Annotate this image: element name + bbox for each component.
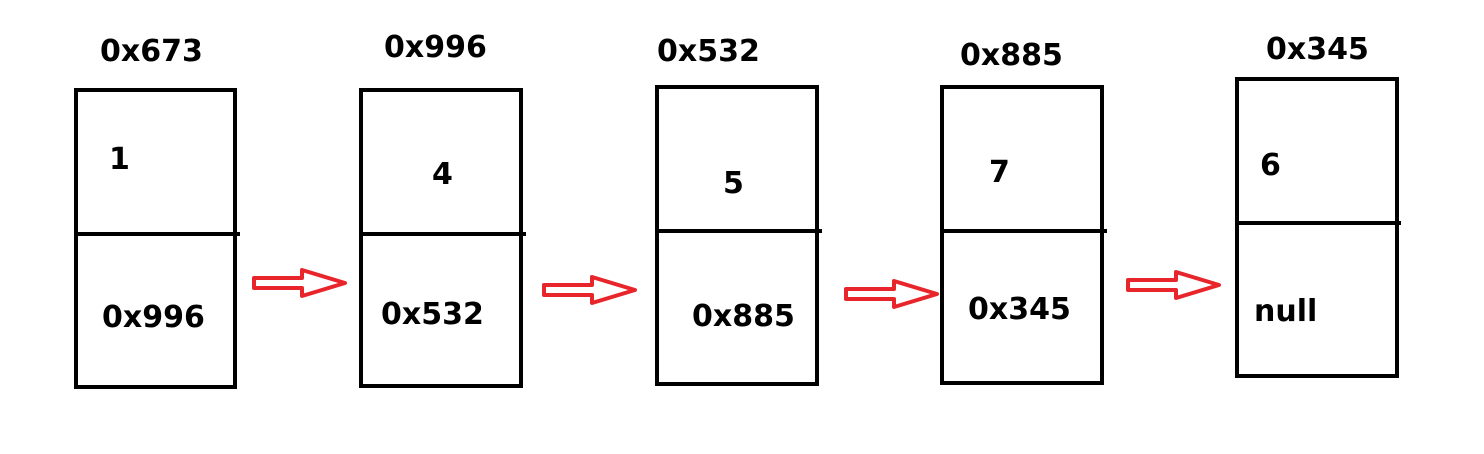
node-2-divider <box>359 232 526 236</box>
arrow-3-shape <box>844 279 939 309</box>
node-5 <box>1235 77 1399 378</box>
node-4-value: 7 <box>989 155 1010 190</box>
node-4-address: 0x885 <box>960 38 1063 73</box>
node-1-divider <box>74 232 240 236</box>
node-2-next-pointer: 0x532 <box>381 297 484 332</box>
node-3-address: 0x532 <box>657 34 760 69</box>
arrow-1-to-2 <box>252 268 347 298</box>
node-3-divider <box>655 229 822 233</box>
node-4-next-pointer: 0x345 <box>968 292 1071 327</box>
arrow-4-shape <box>1126 270 1221 300</box>
node-2-value: 4 <box>432 157 453 192</box>
node-3 <box>655 85 819 386</box>
node-5-divider <box>1235 221 1401 225</box>
node-1-value: 1 <box>109 142 130 177</box>
node-4-divider <box>940 229 1107 233</box>
arrow-2-to-3 <box>542 275 637 305</box>
arrow-3-to-4 <box>844 279 939 309</box>
node-5-next-pointer: null <box>1254 294 1318 329</box>
node-1-address: 0x673 <box>100 34 203 69</box>
node-4 <box>940 85 1104 385</box>
arrow-2-shape <box>542 275 637 305</box>
node-3-value: 5 <box>723 166 744 201</box>
node-2 <box>359 88 523 388</box>
arrow-4-to-5 <box>1126 270 1221 300</box>
node-5-address: 0x345 <box>1266 32 1369 67</box>
node-2-address: 0x996 <box>384 30 487 65</box>
node-1-next-pointer: 0x996 <box>102 300 205 335</box>
node-5-value: 6 <box>1260 148 1281 183</box>
node-3-next-pointer: 0x885 <box>692 299 795 334</box>
arrow-1-shape <box>252 268 347 298</box>
node-1 <box>74 88 237 389</box>
